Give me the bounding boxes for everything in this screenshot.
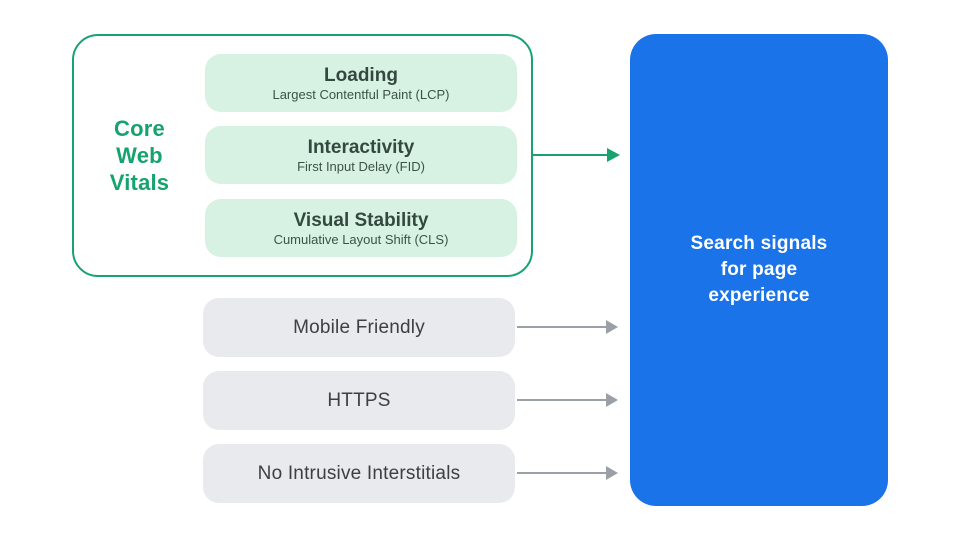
core-web-vitals-label: Core Web Vitals — [74, 36, 205, 275]
signal-label: No Intrusive Interstitials — [257, 462, 461, 484]
core-web-vitals-label-line: Core — [114, 116, 165, 141]
core-web-vitals-label-line: Vitals — [109, 170, 170, 195]
arrow-head — [606, 320, 618, 334]
arrow-head — [606, 393, 618, 407]
search-signals-line: Search signals — [690, 233, 828, 254]
metric-subtitle: Cumulative Layout Shift (CLS) — [273, 231, 449, 247]
signal-label: Mobile Friendly — [293, 316, 425, 338]
search-signals-line: for page — [720, 259, 798, 280]
search-signals-line: experience — [708, 285, 810, 306]
signal-pill-https: HTTPS — [203, 371, 515, 430]
metric-title: Interactivity — [307, 136, 415, 158]
arrow-right-icon — [533, 148, 620, 162]
search-signals-box: Search signals for page experience — [630, 34, 888, 506]
metric-card-interactivity: Interactivity First Input Delay (FID) — [205, 126, 517, 184]
metric-title: Loading — [324, 64, 398, 86]
metric-subtitle: Largest Contentful Paint (LCP) — [272, 86, 450, 102]
core-web-vitals-group: Core Web Vitals Loading Largest Contentf… — [72, 34, 533, 277]
signal-pill-mobile-friendly: Mobile Friendly — [203, 298, 515, 357]
core-web-vitals-label-line: Web — [116, 143, 163, 168]
signal-label: HTTPS — [327, 389, 391, 411]
arrow-head — [607, 148, 620, 162]
metric-title: Visual Stability — [293, 209, 429, 231]
arrow-right-icon — [517, 320, 618, 334]
arrow-right-icon — [517, 393, 618, 407]
arrow-shaft — [517, 399, 606, 401]
metric-card-loading: Loading Largest Contentful Paint (LCP) — [205, 54, 517, 112]
arrow-shaft — [517, 472, 606, 474]
metric-card-visual-stability: Visual Stability Cumulative Layout Shift… — [205, 199, 517, 257]
metric-subtitle: First Input Delay (FID) — [297, 158, 425, 174]
arrow-shaft — [517, 326, 606, 328]
arrow-shaft — [533, 154, 607, 156]
arrow-right-icon — [517, 466, 618, 480]
signal-pill-no-intrusive-interstitials: No Intrusive Interstitials — [203, 444, 515, 503]
arrow-head — [606, 466, 618, 480]
